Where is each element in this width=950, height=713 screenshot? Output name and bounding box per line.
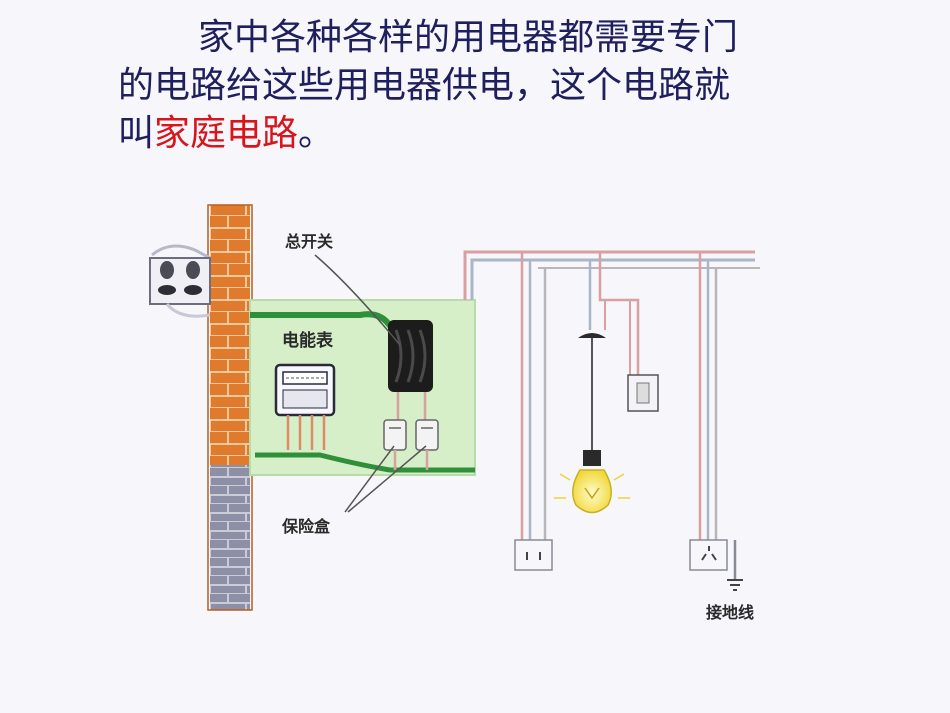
text-line-2: 的电路给这些用电器供电，这个电路就 [118, 65, 731, 106]
fuse-box-right [415, 419, 439, 451]
label-ground-wire: 接地线 [706, 603, 754, 622]
bulb-filament-icon [584, 487, 600, 500]
incoming-service [149, 244, 211, 318]
house-wiring [463, 250, 760, 540]
label-energy-meter: 电能表 [282, 330, 334, 351]
wall [207, 204, 253, 611]
insulator-bracket [149, 257, 211, 305]
insulator-base-right-icon [184, 285, 202, 295]
main-switch [388, 320, 433, 392]
return-cable [255, 452, 475, 473]
socket-left [514, 539, 553, 571]
fuse-feed-wires [396, 392, 427, 420]
lamp-switch-return [604, 299, 631, 385]
lamp-socket-icon [583, 450, 601, 466]
meter-wires [286, 415, 326, 450]
wall-switch-rocker-icon [636, 382, 650, 404]
ceiling-lamp [554, 333, 630, 514]
leader-fuse-box [344, 445, 427, 513]
socket-right-plate [689, 539, 728, 571]
meter-counter [282, 371, 328, 385]
text-line-3: 叫家庭电路。 [118, 110, 838, 158]
ceiling-rose-icon [578, 333, 606, 338]
insulator-right-icon [186, 261, 200, 279]
light-bulb-icon [572, 469, 612, 514]
fuse-boxes [383, 392, 439, 470]
leader-main-switch [314, 254, 401, 346]
socket-left-holes-icon [526, 552, 541, 560]
neutral-wire-main [470, 258, 755, 300]
ground-symbol-icon [727, 579, 743, 591]
highlight-term-home-circuit: 家庭电路 [154, 113, 299, 154]
text-line-1: 家中各种各样的用电器都需要专门 [198, 17, 739, 58]
service-drop-wire [151, 244, 211, 260]
label-fuse-box: 保险盒 [281, 517, 331, 536]
label-main-switch: 总开关 [285, 232, 333, 251]
text-line-3-prefix: 叫 [118, 113, 155, 154]
insulator-base-left-icon [158, 285, 176, 295]
service-entry-wire [165, 302, 211, 318]
stone-foundation [210, 465, 250, 610]
bulb-rays-icon [554, 473, 630, 499]
live-wire-main [463, 250, 755, 300]
slide-text-block: 家中各种各样的用电器都需要专门 的电路给这些用电器供电，这个电路就 叫家庭电路。 [118, 14, 838, 158]
ground-wire [727, 540, 743, 591]
socket-left-plate [514, 539, 553, 571]
fuse-box-left [383, 419, 407, 451]
meter-dial [282, 389, 328, 409]
switch-blades-icon [394, 329, 427, 383]
brick-wall [210, 205, 250, 465]
socket-right-holes-icon [701, 546, 717, 561]
socket-right [689, 539, 728, 571]
energy-meter [274, 363, 336, 450]
fuse-out-wires [393, 450, 429, 470]
insulator-left-icon [160, 261, 174, 279]
text-line-3-suffix: 。 [298, 113, 335, 154]
wall-switch [627, 374, 659, 412]
